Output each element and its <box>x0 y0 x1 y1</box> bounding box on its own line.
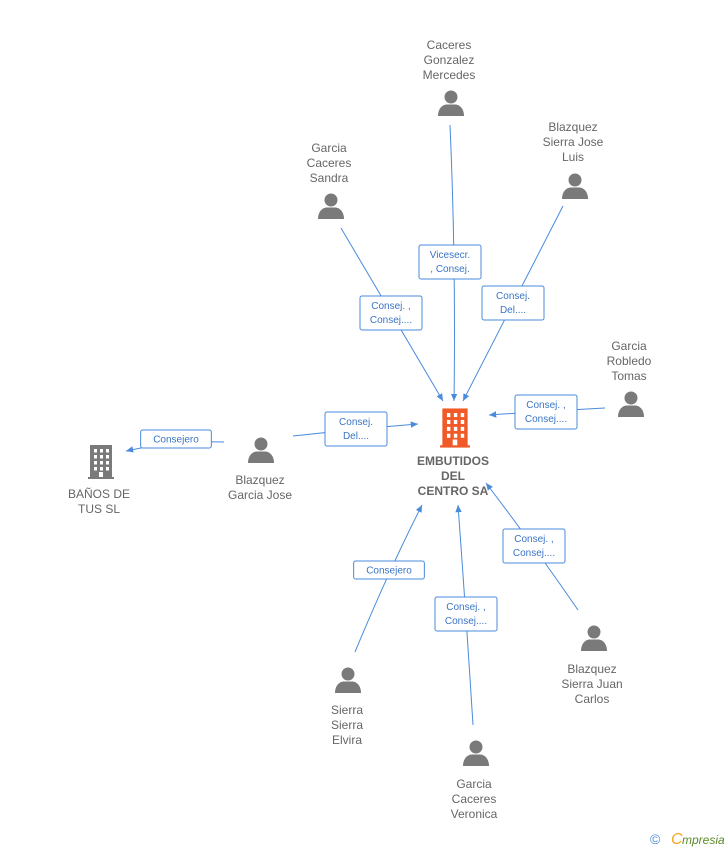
person-icon <box>438 90 464 116</box>
node-label-line: Tomas <box>611 369 646 383</box>
edge-garcia-caceres-veronica-to-main: Consej. , Consej.... <box>434 504 498 726</box>
edge-label-text: Consejero <box>366 566 412 577</box>
edge-blazquez-sierra-jose-luis-to-main: Consej. Del.... <box>462 205 564 402</box>
person-icon <box>248 437 274 463</box>
person-icon <box>463 740 489 766</box>
node-label-line: EMBUTIDOS <box>417 454 489 468</box>
edge-label-text: Consej.... <box>525 414 567 425</box>
node-label-line: Gonzalez <box>424 53 475 67</box>
edge-label-text: Del.... <box>343 431 369 442</box>
edge-label-box[interactable] <box>140 429 212 449</box>
brand-name: mpresia <box>682 833 725 847</box>
node-label-line: Veronica <box>451 807 498 821</box>
building-icon <box>440 408 470 448</box>
edge-label-box[interactable] <box>502 528 566 564</box>
edge-label-text: Consej. <box>496 291 530 302</box>
edge-label-text: Consej. , <box>371 301 410 312</box>
node-label-line: TUS SL <box>78 502 120 516</box>
node-label-line: Garcia Jose <box>228 488 292 502</box>
node-label-line: Sierra Juan <box>561 677 622 691</box>
node-label-line: Garcia <box>311 141 347 155</box>
edge-label-box[interactable] <box>324 411 388 447</box>
node-label-line: Caceres <box>452 792 497 806</box>
node-label-line: Caceres <box>307 156 352 170</box>
edge-label-text: Consejero <box>153 435 199 446</box>
node-label-line: CENTRO SA <box>418 484 489 498</box>
edge-label-text: Consej.... <box>445 616 487 627</box>
node-label-line: Elvira <box>332 733 362 747</box>
person-icon <box>318 193 344 219</box>
person-icon <box>335 667 361 693</box>
edge-label-box[interactable] <box>434 596 498 632</box>
edge-label-box[interactable] <box>418 244 482 280</box>
edge-label-text: Vicesecr. <box>430 250 470 261</box>
person-icon <box>618 391 644 417</box>
node-label-line: DEL <box>441 469 465 483</box>
node-label-line: Sandra <box>310 171 349 185</box>
node-label-line: Mercedes <box>423 68 476 82</box>
edge-label-text: Consej. <box>339 417 373 428</box>
node-label-line: Robledo <box>607 354 652 368</box>
copyright-symbol: © <box>650 831 661 847</box>
node-label-line: Caceres <box>427 38 472 52</box>
edge-label-text: Consej. , <box>514 534 553 545</box>
node-label-line: Blazquez <box>235 473 284 487</box>
person-icon <box>562 173 588 199</box>
edge-blazquez-garcia-jose-to-banos-de-tus: Consejero <box>125 429 225 453</box>
edge-label-box[interactable] <box>481 285 545 321</box>
edge-label-text: Consej. , <box>526 400 565 411</box>
edge-blazquez-sierra-juan-carlos-to-main: Consej. , Consej.... <box>485 482 579 611</box>
edge-label-box[interactable] <box>353 560 425 580</box>
edge-sierra-sierra-elvira-to-main: Consejero <box>353 504 425 653</box>
person-icon <box>581 625 607 651</box>
node-label-line: Blazquez <box>548 120 597 134</box>
edge-label-text: Del.... <box>500 305 526 316</box>
brand-initial: C <box>671 831 683 848</box>
edge-label-text: Consej.... <box>513 548 555 559</box>
building-icon <box>88 445 114 479</box>
node-label-line: Sierra Jose <box>543 135 604 149</box>
node-label-line: Sierra <box>331 718 363 732</box>
node-label-line: BAÑOS DE <box>68 487 130 501</box>
edge-label-text: , Consej. <box>430 264 469 275</box>
node-label-line: Garcia <box>611 339 647 353</box>
node-label-line: Luis <box>562 150 584 164</box>
edges-layer: Vicesecr., Consej.Consej.Del....Consej. … <box>125 124 606 726</box>
node-label-line: Carlos <box>575 692 610 706</box>
edge-garcia-caceres-sandra-to-main: Consej. , Consej.... <box>340 227 444 402</box>
edge-garcia-robledo-tomas-to-main: Consej. , Consej.... <box>488 394 606 430</box>
edge-label-text: Consej. , <box>446 602 485 613</box>
footer: © C mpresia <box>650 831 725 848</box>
node-label-line: Garcia <box>456 777 492 791</box>
edge-blazquez-garcia-jose-to-main: Consej. Del.... <box>292 411 419 447</box>
edge-label-box[interactable] <box>359 295 423 331</box>
edge-label-box[interactable] <box>514 394 578 430</box>
edge-caceres-gonzalez-to-main: Vicesecr. , Consej. <box>418 124 482 402</box>
edge-label-text: Consej.... <box>370 315 412 326</box>
node-label-line: Sierra <box>331 703 363 717</box>
node-label-line: Blazquez <box>567 662 616 676</box>
